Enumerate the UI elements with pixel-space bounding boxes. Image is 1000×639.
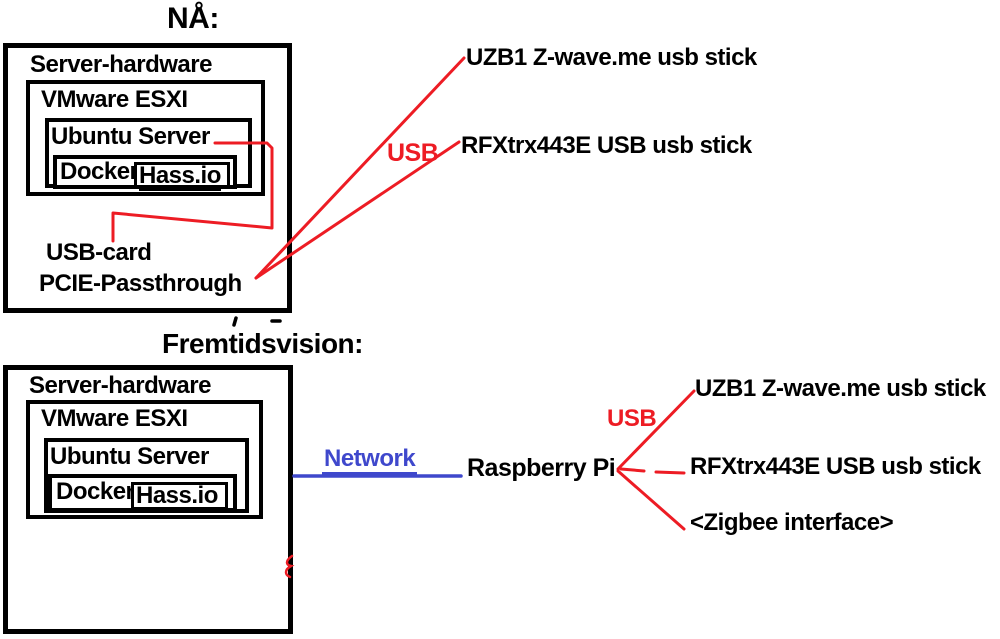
future-section-title: Fremtidsvision: — [162, 328, 363, 359]
future-usb-line-rfxtrx-a — [619, 467, 646, 473]
future-vmware-esxi-label: VMware ESXI — [41, 405, 188, 432]
now-section-title: NÅ: — [167, 2, 219, 35]
now-hassio-label: Hass.io — [139, 162, 221, 191]
future-usb-line-zigbee — [616, 469, 686, 531]
future-network-label: Network — [322, 446, 418, 476]
now-server-hardware-label: Server-hardware — [30, 51, 212, 78]
now-vmware-esxi-label: VMware ESXI — [41, 86, 188, 113]
now-usb-connection-label: USB — [387, 139, 439, 167]
future-server-hardware-label: Server-hardware — [29, 372, 211, 399]
future-device-rfxtrx-label: RFXtrx443E USB usb stick — [690, 453, 981, 480]
future-docker-label: Docker — [56, 478, 135, 505]
future-device-zigbee-label: <Zigbee interface> — [690, 509, 894, 536]
future-raspberry-pi-label: Raspberry Pi — [467, 454, 616, 482]
stray-mark-left — [232, 316, 238, 327]
future-usb-connection-label: USB — [607, 405, 657, 432]
future-device-uzb1-label: UZB1 Z-wave.me usb stick — [695, 375, 986, 402]
future-hassio-box: Hass.io — [131, 482, 228, 511]
now-device-rfxtrx-label: RFXtrx443E USB usb stick — [461, 132, 752, 159]
now-ubuntu-server-label: Ubuntu Server — [51, 123, 210, 150]
now-hassio-box: Hass.io — [134, 162, 230, 191]
future-hassio-label: Hass.io — [136, 482, 218, 511]
future-usb-line-rfxtrx-b — [654, 470, 686, 475]
now-pcie-passthrough-label: PCIE-Passthrough — [39, 270, 242, 297]
now-usb-card-label: USB-card — [46, 239, 152, 266]
now-device-uzb1-label: UZB1 Z-wave.me usb stick — [466, 44, 757, 71]
future-ubuntu-server-label: Ubuntu Server — [50, 443, 209, 470]
